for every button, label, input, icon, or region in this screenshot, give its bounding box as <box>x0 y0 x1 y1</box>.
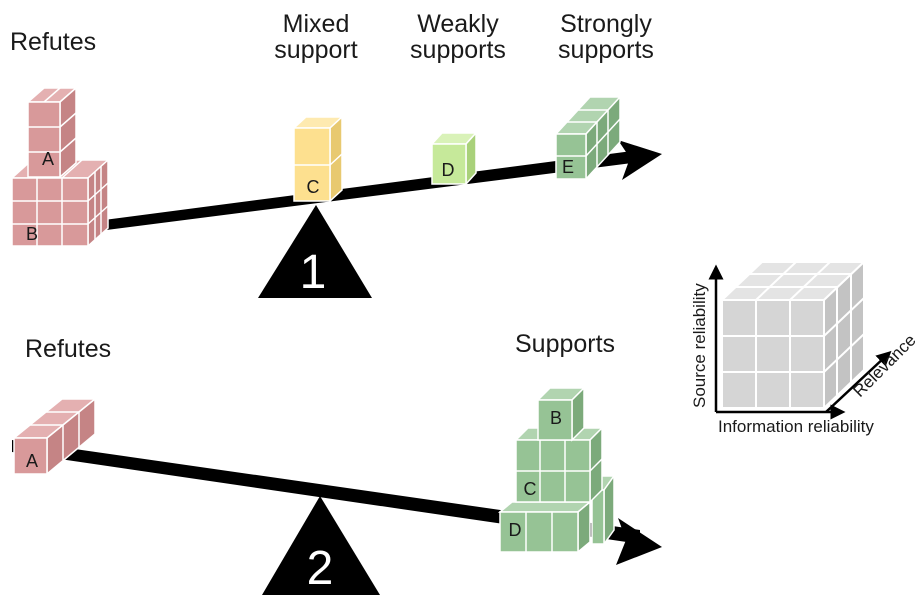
scale-1-number: 1 <box>300 246 327 299</box>
block-2-B-letter: B <box>550 408 562 428</box>
strongly-supports-label-line2: supports <box>558 36 654 64</box>
legend-cube-front <box>721 299 825 409</box>
legend-x-axis-label: Information reliability <box>718 417 874 436</box>
scale-1-refutes-label: Refutes <box>10 28 96 56</box>
scale-2-refutes-label: Refutes <box>25 335 111 363</box>
scale-1-arrowhead <box>618 140 662 180</box>
block-2-D-letter: D <box>509 520 522 540</box>
block-2-B <box>536 386 586 442</box>
block-2-A <box>11 397 98 476</box>
block-1-D <box>430 131 478 186</box>
weakly-supports-label-line1: Weakly <box>417 10 499 38</box>
mixed-support-label-line2: support <box>274 36 357 64</box>
scale-2-number: 2 <box>307 542 334 595</box>
block-1-E-letter: E <box>562 157 574 177</box>
block-1-E <box>554 95 622 181</box>
mixed-support-label-line1: Mixed <box>283 10 350 38</box>
scale-2-beam <box>12 440 640 544</box>
block-2-A-letter: A <box>26 451 38 471</box>
block-1-C <box>292 115 344 203</box>
legend-cube: Information reliability Source reliabili… <box>690 259 919 436</box>
scale-2-fulcrum <box>262 496 380 595</box>
block-1-A-letter: A <box>42 149 54 169</box>
scale-1-fulcrum <box>258 205 372 298</box>
scale-2: 2 Refutes Supports A D <box>11 330 662 595</box>
block-1-D-letter: D <box>442 160 455 180</box>
scale-2-arrowhead <box>616 518 662 565</box>
block-1-A <box>26 86 78 179</box>
block-1-B <box>10 158 110 248</box>
scale-2-supports-label: Supports <box>515 330 615 358</box>
legend-z-axis <box>825 350 892 413</box>
block-2-D <box>497 500 593 554</box>
block-2-C-letter: C <box>524 479 537 499</box>
weakly-supports-label-line2: supports <box>410 36 506 64</box>
strongly-supports-label-line1: Strongly <box>560 10 652 38</box>
scale-1: 1 Refutes Mixed support Weakly supports … <box>10 10 662 299</box>
block-1-C-letter: C <box>307 177 320 197</box>
block-1-B-letter: B <box>26 224 38 244</box>
legend-y-axis-label: Source reliability <box>690 283 709 408</box>
